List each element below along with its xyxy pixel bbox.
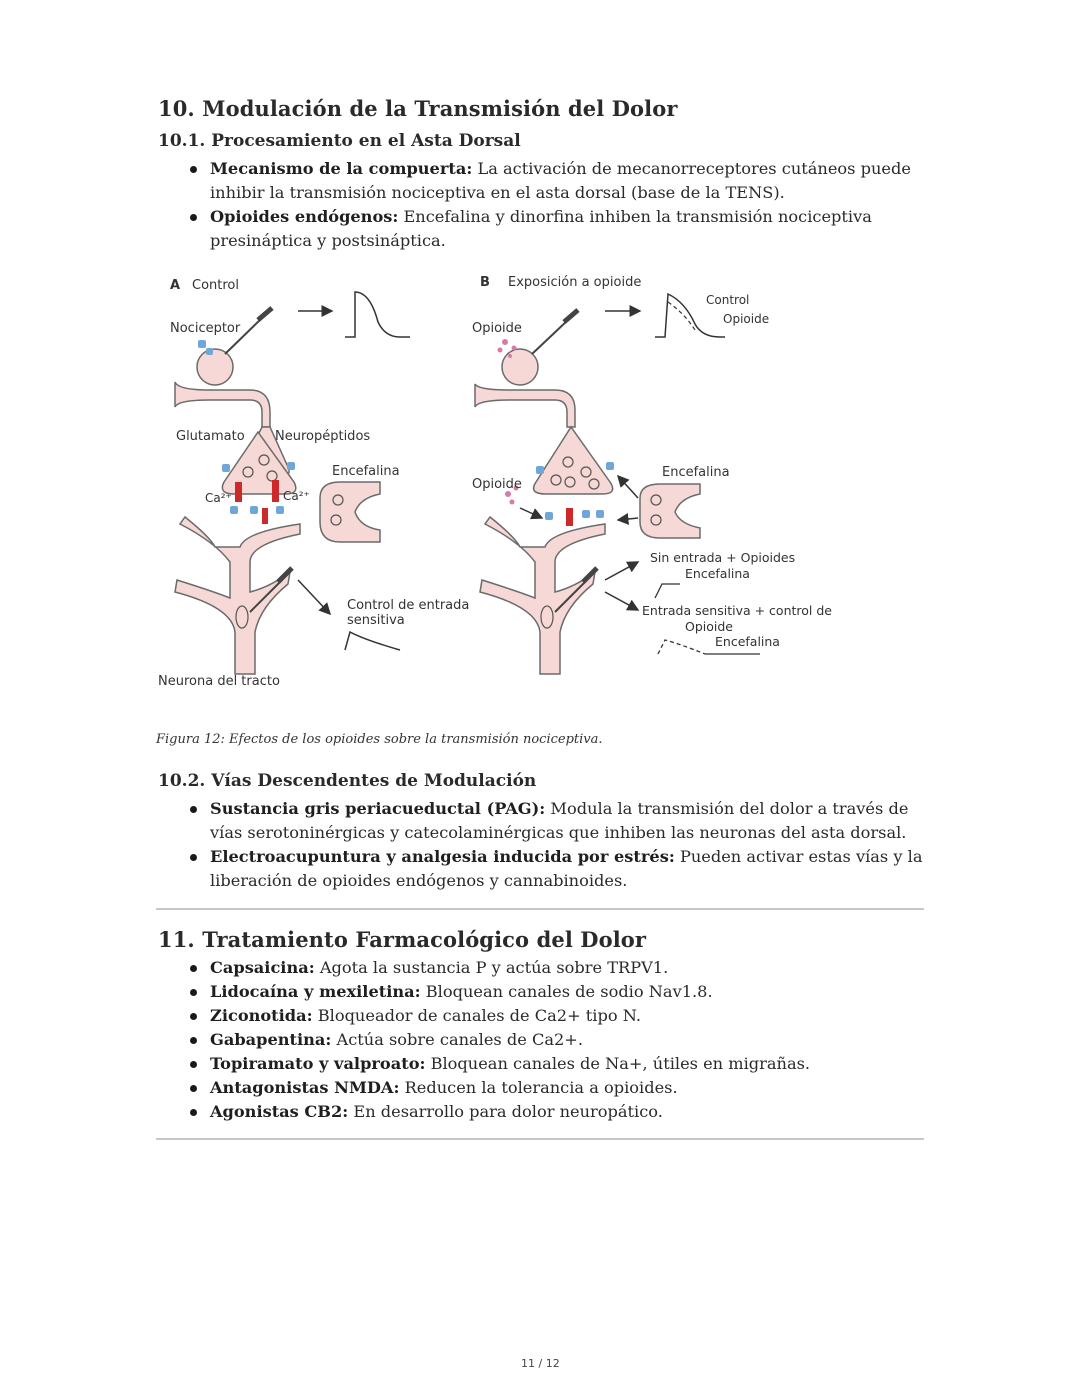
bullet-icon xyxy=(190,854,197,861)
opioide-top-label: Opioide xyxy=(472,321,522,336)
receptor-icons xyxy=(198,340,213,355)
list-item: Ziconotida: Bloqueador de canales de Ca2… xyxy=(160,1004,930,1028)
section-10-2-title: 10.2. Vías Descendentes de Modulación xyxy=(158,771,537,791)
panel-a: A Control Nociceptor Glutamato Neuropépt… xyxy=(158,278,469,689)
section-divider xyxy=(156,908,924,910)
bullet-icon xyxy=(190,806,197,813)
list-item: Sustancia gris periacueductal (PAG): Mod… xyxy=(160,797,930,845)
section-10-title: 10. Modulación de la Transmisión del Dol… xyxy=(158,96,678,121)
encefalina-2-label: Encefalina xyxy=(685,566,750,581)
section-10-1-list: Mecanismo de la compuerta: La activación… xyxy=(160,157,930,253)
section-11-list: Capsaicina: Agota la sustancia P y actúa… xyxy=(160,956,930,1124)
control-entrada-label-1: Control de entrada xyxy=(347,598,469,613)
list-item: Gabapentina: Actúa sobre canales de Ca2+… xyxy=(160,1028,930,1052)
bullet-icon xyxy=(190,1037,197,1044)
list-item: Antagonistas NMDA: Reducen la tolerancia… xyxy=(160,1076,930,1100)
bullet-icon xyxy=(190,1109,197,1116)
encefalina-3-label: Encefalina xyxy=(715,634,780,649)
ca-right-label: Ca²⁺ xyxy=(283,489,310,503)
list-item: Mecanismo de la compuerta: La activación… xyxy=(160,157,930,205)
panel-a-title: Control xyxy=(192,278,239,293)
nociceptor-label: Nociceptor xyxy=(170,321,241,336)
list-item: Agonistas CB2: En desarrollo para dolor … xyxy=(160,1100,930,1124)
ca-left-label: Ca²⁺ xyxy=(205,491,232,505)
bullet-icon xyxy=(190,166,197,173)
encefalina-label-a: Encefalina xyxy=(332,464,400,479)
encefalina-label-b: Encefalina xyxy=(662,465,730,480)
presynaptic-terminal xyxy=(221,430,297,495)
section-10-1-title: 10.1. Procesamiento en el Asta Dorsal xyxy=(158,131,521,151)
bullet-icon xyxy=(190,989,197,996)
list-item: Opioides endógenos: Encefalina y dinorfi… xyxy=(160,205,930,253)
panel-a-letter: A xyxy=(170,278,180,293)
list-item: Capsaicina: Agota la sustancia P y actúa… xyxy=(160,956,930,980)
action-potential-curve xyxy=(345,291,410,338)
list-item: Lidocaína y mexiletina: Bloquean canales… xyxy=(160,980,930,1004)
section-10-2-list: Sustancia gris periacueductal (PAG): Mod… xyxy=(160,797,930,893)
bullet-icon xyxy=(190,214,197,221)
bullet-icon xyxy=(190,965,197,972)
page-number: 11 / 12 xyxy=(521,1357,560,1370)
panel-b-title: Exposición a opioide xyxy=(508,275,641,290)
figure-caption: Figura 12: Efectos de los opioides sobre… xyxy=(156,732,603,747)
glutamato-label: Glutamato xyxy=(176,429,245,444)
list-item: Topiramato y valproato: Bloquean canales… xyxy=(160,1052,930,1076)
neurona-tracto-label: Neurona del tracto xyxy=(158,674,280,689)
bullet-icon xyxy=(190,1085,197,1092)
opioid-molecules xyxy=(497,339,517,358)
bullet-icon xyxy=(190,1013,197,1020)
section-divider xyxy=(156,1138,924,1140)
control-entrada-label-2: sensitiva xyxy=(347,613,405,628)
section-11-title: 11. Tratamiento Farmacológico del Dolor xyxy=(158,927,647,952)
opioide-mid-label: Opioide xyxy=(472,477,522,492)
bullet-icon xyxy=(190,1061,197,1068)
opioide-low-label: Opioide xyxy=(685,619,733,634)
neuropeptidos-label: Neuropéptidos xyxy=(275,429,370,444)
panel-b: B Exposición a opioide Opioide Control O… xyxy=(472,275,832,675)
opioide-curve-label: Opioide xyxy=(723,312,769,326)
entrada-sensitiva-label: Entrada sensitiva + control de xyxy=(642,603,832,618)
opioid-effects-figure: A Control Nociceptor Glutamato Neuropépt… xyxy=(158,275,832,689)
control-curve-label: Control xyxy=(706,293,749,307)
list-item: Electroacupuntura y analgesia inducida p… xyxy=(160,845,930,893)
sin-entrada-label: Sin entrada + Opioides xyxy=(650,550,795,565)
tract-neuron xyxy=(174,515,301,675)
panel-b-letter: B xyxy=(480,275,490,290)
enkephalin-interneuron xyxy=(319,481,381,543)
electrode-icon xyxy=(224,317,263,355)
